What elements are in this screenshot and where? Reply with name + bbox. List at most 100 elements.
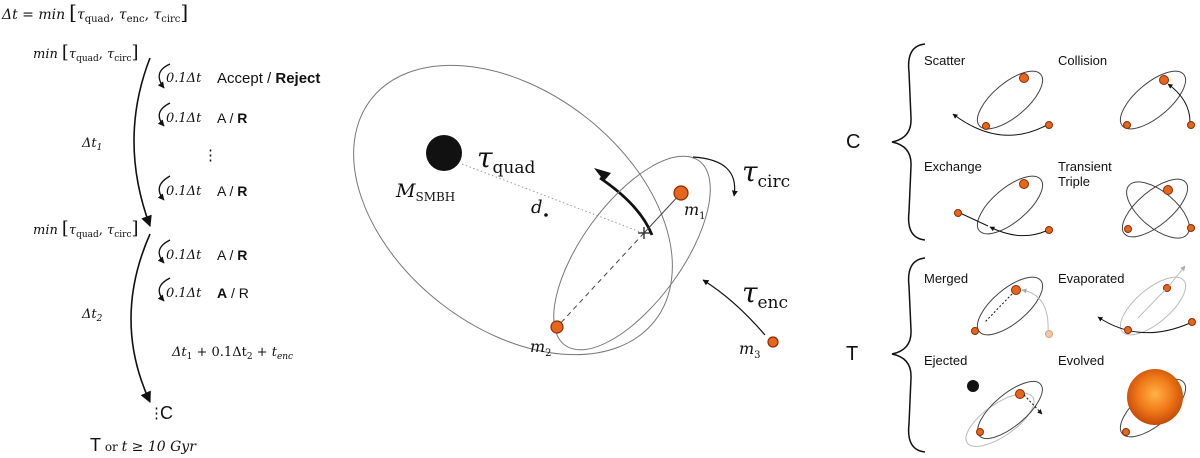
c-letter: C xyxy=(846,131,860,153)
exchange-path-out xyxy=(959,212,989,227)
sub-step-arrow-1 xyxy=(157,63,171,89)
transient-star-3 xyxy=(1187,224,1195,232)
ejected-label: Ejected xyxy=(924,353,967,368)
collision-panel: Collision xyxy=(1058,53,1195,130)
smbh-label: MSMBH xyxy=(395,180,455,204)
com-to-m2-line xyxy=(556,232,645,328)
evaporated-star-2 xyxy=(1124,326,1132,334)
dt1-arrow xyxy=(133,57,152,228)
evaporated-star-1 xyxy=(1163,284,1171,292)
evaporated-path xyxy=(1097,316,1191,334)
vdots-2: ⋮ xyxy=(149,404,164,422)
exchange-path-in xyxy=(989,226,1047,237)
step-label-3: 0.1Δt xyxy=(166,184,202,199)
evolved-panel: Evolved xyxy=(1058,353,1187,438)
timestep-scheme: Δt = min[τquad, τenc, τcirc] min[τquad, … xyxy=(1,0,320,455)
collision-label: Collision xyxy=(1058,53,1107,68)
circ-arrow xyxy=(692,156,738,197)
scatter-panel: Scatter xyxy=(924,53,1053,136)
exchange-star-1 xyxy=(1019,179,1029,189)
ejected-black-hole xyxy=(967,380,979,392)
com-to-m1-line xyxy=(643,192,682,234)
evolved-giant-star xyxy=(1127,369,1183,425)
end-condition-label: T or t ≥ 10 Gyr xyxy=(90,435,197,455)
outer-orbit-motion-arrow xyxy=(599,176,654,236)
smbh-black-hole xyxy=(426,135,462,171)
merged-star-1 xyxy=(1011,285,1021,295)
ar-label-5: A / R xyxy=(217,285,249,301)
vdots-1: ⋮ xyxy=(203,146,218,164)
tau-circ-label: τcirc xyxy=(742,155,790,192)
merged-panel: Merged xyxy=(924,271,1053,338)
t-brace xyxy=(891,257,926,453)
evaporated-separation xyxy=(1137,289,1166,319)
merged-path xyxy=(1021,288,1049,333)
scatter-label: Scatter xyxy=(924,53,966,68)
exchange-label: Exchange xyxy=(924,159,982,174)
collision-star-2 xyxy=(1123,121,1131,129)
transient-star-2 xyxy=(1124,225,1132,233)
ar-label-2: A / R xyxy=(217,110,247,126)
transient-star-1 xyxy=(1163,185,1173,195)
evaporated-orbit xyxy=(1119,276,1187,336)
merged-star-2 xyxy=(971,327,979,335)
transient-label-1: Transient xyxy=(1058,159,1112,174)
merged-orbit xyxy=(976,276,1044,336)
dt2-label: Δt2 xyxy=(81,307,103,324)
star-m3 xyxy=(767,336,779,348)
collision-star-3 xyxy=(1187,121,1195,129)
accept-reject-label: Accept / Reject xyxy=(217,70,320,87)
enc-arrow xyxy=(702,279,766,336)
end-c-label: C xyxy=(160,403,173,423)
transient-orbit-1 xyxy=(1121,178,1189,238)
ar-label-4: A / R xyxy=(217,247,247,263)
step-label-1: 0.1Δt xyxy=(166,71,202,86)
dt1-label: Δt1 xyxy=(81,136,102,153)
evaporated-escape-arrow xyxy=(1168,265,1186,287)
tau-quad-label: τquad xyxy=(477,141,535,178)
t-letter: T xyxy=(846,343,858,365)
dt2-arrow xyxy=(130,233,151,404)
ejected-outer-orbit xyxy=(965,393,1035,447)
scatter-star-1 xyxy=(1019,73,1029,83)
sub-step-arrow-5 xyxy=(157,277,171,302)
inner-orbit xyxy=(553,155,711,351)
d-dot xyxy=(544,213,548,217)
m2-label: m2 xyxy=(530,337,552,359)
transient-label-2: Triple xyxy=(1058,174,1090,189)
min-label-1: min[τquad, τcirc] xyxy=(33,42,139,64)
star-m2 xyxy=(550,320,564,334)
collision-star-1 xyxy=(1159,75,1169,85)
triple-system-sketch: MSMBH τquad d m1 m2 m3 τcirc τenc xyxy=(353,64,790,361)
scatter-star-2 xyxy=(982,122,990,130)
outcomes-panel: C T Scatter Collision Exchange xyxy=(846,43,1196,453)
merged-dashed-line xyxy=(984,293,1013,323)
exchange-panel: Exchange xyxy=(924,159,1053,237)
ejected-arrow xyxy=(1023,394,1043,415)
scatter-path xyxy=(952,113,1048,136)
exchange-star-3 xyxy=(954,209,962,217)
collision-orbit xyxy=(1119,70,1187,130)
evaporated-panel: Evaporated xyxy=(1058,265,1196,336)
evaporated-star-3 xyxy=(1188,318,1196,326)
total-time-expression: Δt1 + 0.1Δt2 + tenc xyxy=(171,345,293,362)
ejected-star-1 xyxy=(1015,389,1025,399)
c-brace xyxy=(891,43,926,241)
sub-step-arrow-2 xyxy=(157,102,171,127)
m3-label: m3 xyxy=(739,339,761,361)
evolved-label: Evolved xyxy=(1058,353,1104,368)
star-m1 xyxy=(673,185,689,201)
step-label-5: 0.1Δt xyxy=(166,286,202,301)
step-label-2: 0.1Δt xyxy=(166,111,202,126)
merged-label: Merged xyxy=(924,271,968,286)
scatter-orbit xyxy=(976,70,1044,130)
evolved-companion-star xyxy=(1122,428,1130,436)
exchange-star-2 xyxy=(1045,226,1053,234)
d-label: d xyxy=(531,197,543,218)
ar-label-3: A / R xyxy=(217,183,247,199)
exchange-orbit xyxy=(976,175,1044,235)
ejected-star-2 xyxy=(976,428,984,436)
ejected-panel: Ejected xyxy=(924,353,1043,447)
m1-label: m1 xyxy=(684,200,706,222)
